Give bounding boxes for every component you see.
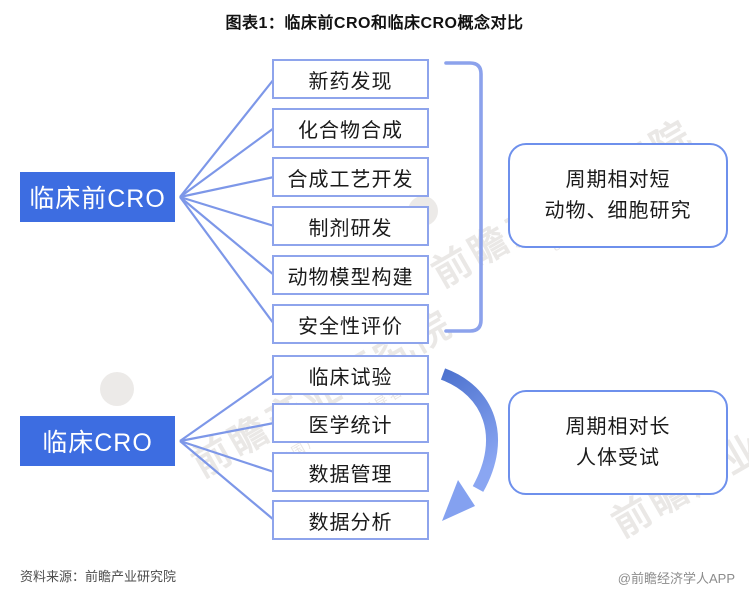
connector-line: [179, 127, 275, 198]
connector-line: [179, 196, 275, 276]
note-line: 周期相对短: [565, 168, 671, 191]
item-box-safety-evaluation: 安全性评价: [272, 304, 429, 344]
note-box-preclinical: 周期相对短 动物、细胞研究: [508, 143, 728, 248]
item-box-data-management: 数据管理: [272, 452, 429, 492]
fan-lines-preclinical: [179, 78, 275, 325]
item-box-compound-synthesis: 化合物合成: [272, 108, 429, 148]
connector-line: [179, 374, 275, 442]
connector-line: [179, 421, 275, 443]
note-line: 人体受试: [576, 446, 660, 469]
item-box-data-analysis: 数据分析: [272, 500, 429, 540]
cycle-arrow-head: [442, 480, 475, 521]
group-label-preclinical-cro: 临床前CRO: [20, 172, 175, 222]
connector-line: [179, 440, 275, 521]
connector-line: [179, 439, 275, 474]
item-box-medical-statistics: 医学统计: [272, 403, 429, 443]
credit-note: @前瞻经济学人APP: [617, 571, 735, 586]
connector-line: [179, 195, 275, 228]
connector-line: [179, 78, 275, 198]
item-box-clinical-trial: 临床试验: [272, 355, 429, 395]
item-box-formulation-rd: 制剂研发: [272, 206, 429, 246]
connector-line: [179, 175, 275, 199]
figure-title: 图表1：临床前CRO和临床CRO概念对比: [225, 15, 524, 32]
note-line: 动物、细胞研究: [544, 199, 692, 222]
item-box-drug-discovery: 新药发现: [272, 59, 429, 99]
note-box-clinical: 周期相对长 人体受试: [508, 390, 728, 495]
group-bracket: [444, 61, 483, 333]
item-box-animal-model: 动物模型构建: [272, 255, 429, 295]
connector-line: [179, 196, 275, 325]
cycle-arrow: [440, 368, 498, 492]
note-line: 周期相对长: [565, 415, 671, 438]
group-label-clinical-cro: 临床CRO: [20, 416, 175, 466]
item-box-process-development: 合成工艺开发: [272, 157, 429, 197]
fan-lines-clinical: [179, 374, 275, 521]
source-note: 资料来源：前瞻产业研究院: [20, 569, 177, 584]
